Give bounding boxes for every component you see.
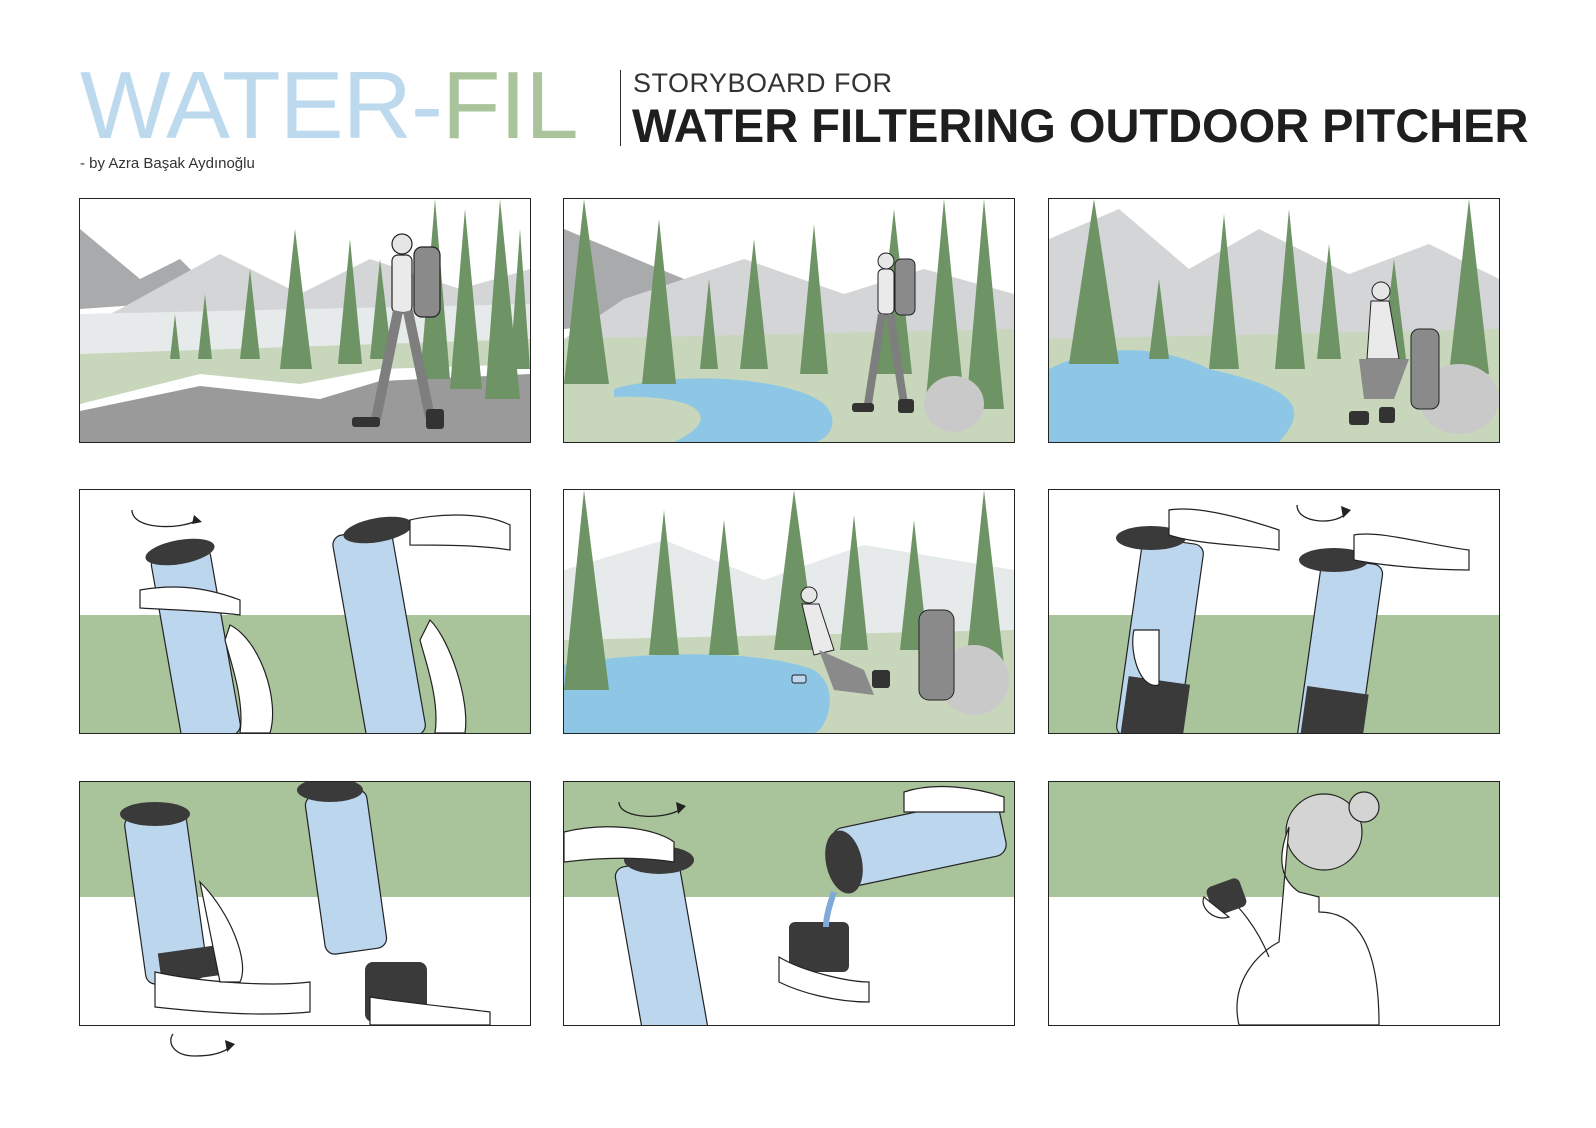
- brand-logo: WATER-FIL: [80, 58, 579, 154]
- hiker-icon: [791, 586, 890, 695]
- storyboard-panel-9: [1048, 781, 1500, 1026]
- storyboard-panel-1: [79, 198, 531, 443]
- hands-icon: [564, 785, 1005, 1003]
- scene-unscrew-cap: [80, 490, 530, 733]
- trees-icon: [170, 199, 530, 399]
- author-byline: - by Azra Başak Aydınoğlu: [80, 155, 255, 172]
- scene-hiker-river: [564, 199, 1014, 442]
- rotate-arrow-icon: [131, 509, 199, 528]
- storyboard-panel-5: [563, 489, 1015, 734]
- backpack-icon: [1410, 328, 1440, 410]
- page-title: WATER FILTERING OUTDOOR PITCHER: [632, 99, 1529, 152]
- river-icon: [564, 654, 830, 733]
- storyboard-panel-6: [1048, 489, 1500, 734]
- bottle-icon: [1116, 526, 1384, 733]
- hands-icon: [139, 514, 511, 733]
- rock-icon: [924, 376, 984, 432]
- hand-icon: [1202, 896, 1231, 919]
- rock-icon: [939, 645, 1009, 715]
- bottle-icon: [614, 796, 1007, 1025]
- scene-drinking: [1049, 782, 1499, 1025]
- hands-icon: [1132, 508, 1470, 686]
- hiker-icon: [852, 252, 916, 413]
- rotate-arrow-icon: [170, 1033, 235, 1057]
- hiker-icon: [352, 233, 444, 429]
- scene-hiker-walking: [80, 199, 530, 442]
- person-icon: [1218, 791, 1380, 1025]
- rotate-arrow-icon: [618, 801, 683, 817]
- brand-part-fil: FIL: [441, 52, 579, 159]
- scene-hiker-kneeling: [1049, 199, 1499, 442]
- header-divider: [620, 70, 621, 146]
- backpack-icon: [894, 258, 916, 316]
- trees-icon: [1069, 199, 1489, 374]
- trees-icon: [564, 199, 1004, 409]
- storyboard-panel-7: [79, 781, 531, 1026]
- storyboard-panel-2: [563, 198, 1015, 443]
- scene-screw-filter: [1049, 490, 1499, 733]
- scene-separate-cup: [80, 782, 530, 1025]
- subtitle: STORYBOARD FOR: [633, 68, 893, 98]
- river-icon: [614, 378, 833, 442]
- river-icon: [1049, 350, 1295, 442]
- backpack-icon: [413, 246, 441, 318]
- hands-icon: [154, 880, 491, 1025]
- hiker-icon: [1349, 281, 1440, 425]
- scene-pour-cup: [564, 782, 1014, 1025]
- brand-part-water: WATER-: [80, 52, 443, 159]
- cup-icon: [789, 922, 849, 972]
- storyboard-panel-8: [563, 781, 1015, 1026]
- backpack-icon: [918, 609, 955, 701]
- scene-fill-bottle: [564, 490, 1014, 733]
- cup-icon: [1206, 878, 1247, 916]
- storyboard-panel-4: [79, 489, 531, 734]
- storyboard-panel-3: [1048, 198, 1500, 443]
